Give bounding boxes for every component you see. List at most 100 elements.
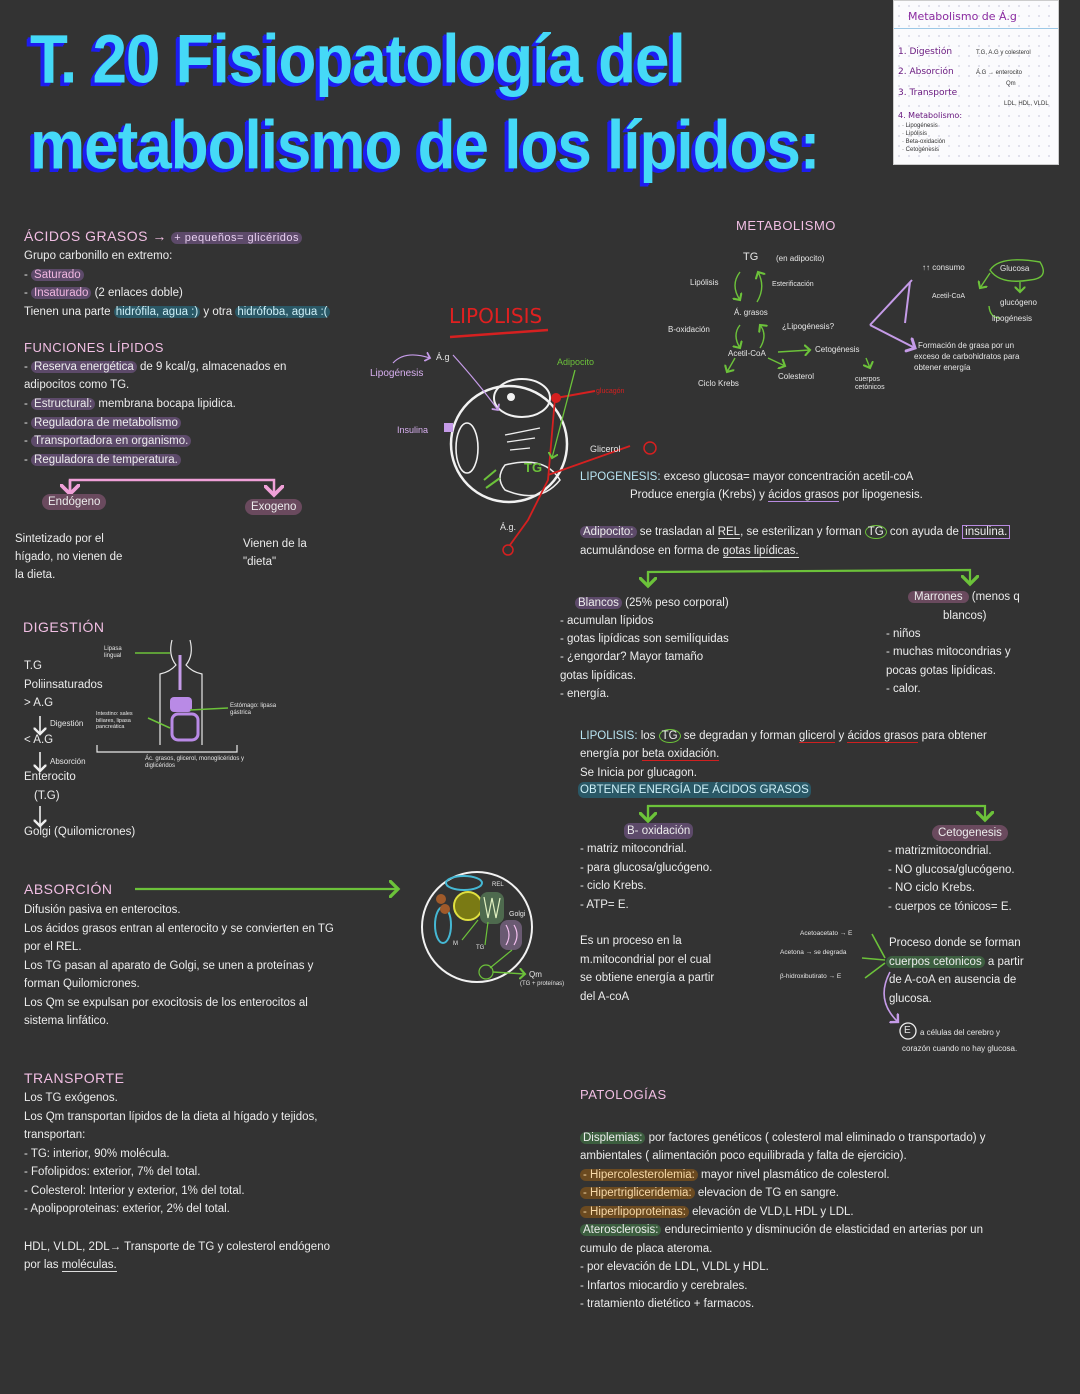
adipocyte-types-bracket (646, 568, 970, 585)
energy-note: a células del cerebro y (920, 1028, 1001, 1037)
text-line: - Hipercolesterolemia: mayor nivel plasm… (580, 1167, 890, 1183)
cell-label: TG (524, 460, 543, 475)
text-line: - Hiperlipoproteinas: elevación de VLD,L… (580, 1204, 854, 1220)
text-line: - TG: interior, 90% molécula. (24, 1148, 170, 1160)
metabolism-node: Ciclo Krebs (698, 379, 739, 388)
text-line: Proceso donde se forman (889, 937, 1021, 949)
text-line: Tienen una parte hidrófila, agua :) y ot… (24, 306, 330, 318)
cell-label: Golgi (509, 911, 526, 918)
arrow-label: Absorción (50, 757, 86, 766)
text-line: blancos) (943, 610, 987, 622)
text-line: Es un proceso en la (580, 935, 682, 947)
absorcion-heading: ABSORCIÓN (24, 881, 113, 897)
note-sub-item: · Beta-oxidación (902, 139, 946, 145)
text-line: - energía. (560, 688, 610, 700)
metabolism-node: Á. grasos (734, 308, 768, 317)
text-line: - Apolipoproteinas: exterior, 2% del tot… (24, 1203, 230, 1215)
text-line: glucosa. (889, 993, 932, 1005)
text-line: - matrizmitocondrial. (888, 845, 992, 857)
text-line: por el REL. (24, 941, 82, 953)
text-line: Los TG exógenos. (24, 1092, 118, 1104)
enterocyte-cell-diagram (421, 871, 533, 983)
metabolism-node: Glucosa (1000, 264, 1030, 273)
text-line: Blancos (25% peso corporal) (575, 595, 729, 611)
text-line: ambientales ( alimentación poco equilibr… (580, 1150, 907, 1162)
exogeno-tag: Exogeno (245, 499, 303, 515)
note-item: 4. Metabolismo: (898, 111, 963, 120)
note-sub-item: · Lipólisis (902, 131, 928, 137)
body-label: Estómago: lipasa gástrica (230, 703, 277, 716)
text-line: por las moléculas. (24, 1259, 117, 1272)
index-note-card: Metabolismo de Á.g 1. Digestión T.G, A.G… (893, 0, 1059, 165)
text-line: "dieta" (243, 556, 277, 568)
arrow-label: Digestión (50, 719, 84, 728)
text-line: Adipocito: se trasladan al REL, se ester… (580, 524, 1011, 540)
digestion-step: Poliinsaturados (24, 679, 103, 691)
stomach (170, 697, 192, 712)
acidos-grasos-heading: ÁCIDOS GRASOS → + pequeños= glicéridos (24, 228, 302, 244)
digestion-step: > A.G (24, 697, 54, 709)
text-line: - acumulan lípidos (560, 615, 654, 627)
text-line: m.mitocondrial por el cual (580, 954, 712, 966)
page-title-line2: metabolismo de los lípidos: (30, 108, 820, 184)
metabolism-node: Colesterol (778, 372, 815, 381)
digestion-step: Enterocito (24, 771, 76, 783)
text-line: - ATP= E. (580, 899, 629, 911)
text-line: Los Qm se expulsan por exocitosis de los… (24, 997, 308, 1009)
text-line: hígado, no vienen de (15, 551, 123, 563)
text-line: Difusión pasiva en enterocitos. (24, 904, 181, 916)
note-sub-item: · Lipogénesis (902, 123, 938, 129)
metabolism-node: (en adipocito) (776, 254, 825, 263)
metabolism-node: Acetil-CoA (932, 293, 966, 300)
text-line: Grupo carbonillo en extremo: (24, 250, 173, 262)
text-line: - tratamiento dietético + farmacos. (580, 1298, 755, 1310)
note-item: 1. Digestión (898, 47, 953, 57)
text-line: - NO ciclo Krebs. (888, 882, 975, 894)
note-item-note: T.G, A.G y colesterol (976, 50, 1031, 56)
text-line: - gotas lipídicas son semilíquidas (560, 633, 729, 645)
text-line: Los TG pasan al aparato de Golgi, se une… (24, 960, 314, 972)
endogeno-tag: Endógeno (42, 494, 107, 510)
metabolism-node: B-oxidación (668, 325, 710, 334)
text-line: - Colesterol: Interior y exterior, 1% de… (24, 1185, 245, 1197)
text-line: adipocitos como TG. (24, 379, 130, 391)
text-line: sistema linfático. (24, 1015, 110, 1027)
text-line: - NO glucosa/glucógeno. (888, 864, 1015, 876)
text-line: Displemias: por factores genéticos ( col… (580, 1130, 986, 1146)
obtener-energia-tag: OBTENER ENERGÍA DE ÁCIDOS GRASOS (578, 782, 811, 798)
text-line: Marrones (menos q (908, 589, 1020, 605)
cell-label: Á.g (436, 352, 450, 362)
text-line: pocas gotas lipídicas. (886, 665, 996, 677)
cell-label: Glicerol (590, 444, 621, 454)
note-item-note: Á.G → enterocito (976, 70, 1023, 76)
digestion-heading: DIGESTIÓN (23, 619, 105, 635)
note-item-note: LDL, HDL, VLDL (1004, 101, 1049, 107)
text-line: Se Inicia por glucagon. (580, 767, 697, 779)
metabolism-node: ↑↑ consumo (922, 263, 965, 272)
text-line: de A-coA en ausencia de (889, 974, 1017, 986)
energy-note-arrow (883, 971, 898, 1022)
body-label: Intestino: sales biliares, lipasa pancre… (96, 711, 133, 730)
cell-label: TG (476, 945, 485, 951)
metabolism-node: cuerpos cetónicos (855, 376, 885, 391)
lipolysis-paths-bracket (646, 804, 985, 820)
metabolismo-heading: METABOLISMO (736, 218, 836, 233)
cell-label: (TG + proteínas) (520, 981, 565, 987)
text-line: - para glucosa/glucógeno. (580, 862, 713, 874)
metabolism-node: Esterificación (772, 281, 814, 288)
text-line: - Hipertrigliceridemia: elevacion de TG … (580, 1185, 839, 1201)
metabolism-node: Lipólisis (690, 278, 719, 287)
metabolism-node: obtener energía (914, 363, 971, 372)
cetogenesis-tag: Cetogenesis (932, 825, 1008, 841)
text-line: LIPOGENESIS: exceso glucosa= mayor conce… (580, 471, 914, 483)
adipocyte-cell-diagram (392, 328, 657, 556)
digestion-step: Golgi (Quilomicrones) (24, 826, 136, 838)
text-line: Vienen de la (243, 538, 307, 550)
note-item: 2. Absorción (898, 67, 954, 77)
metabolism-violet-branch (869, 279, 915, 348)
pink-bracket-arrow (68, 478, 274, 495)
text-line: del A-coA (580, 991, 630, 1003)
ketone-body-label: Acetoacetato → E (800, 930, 853, 937)
text-line: - Fofolipidos: exterior, 7% del total. (24, 1166, 201, 1178)
